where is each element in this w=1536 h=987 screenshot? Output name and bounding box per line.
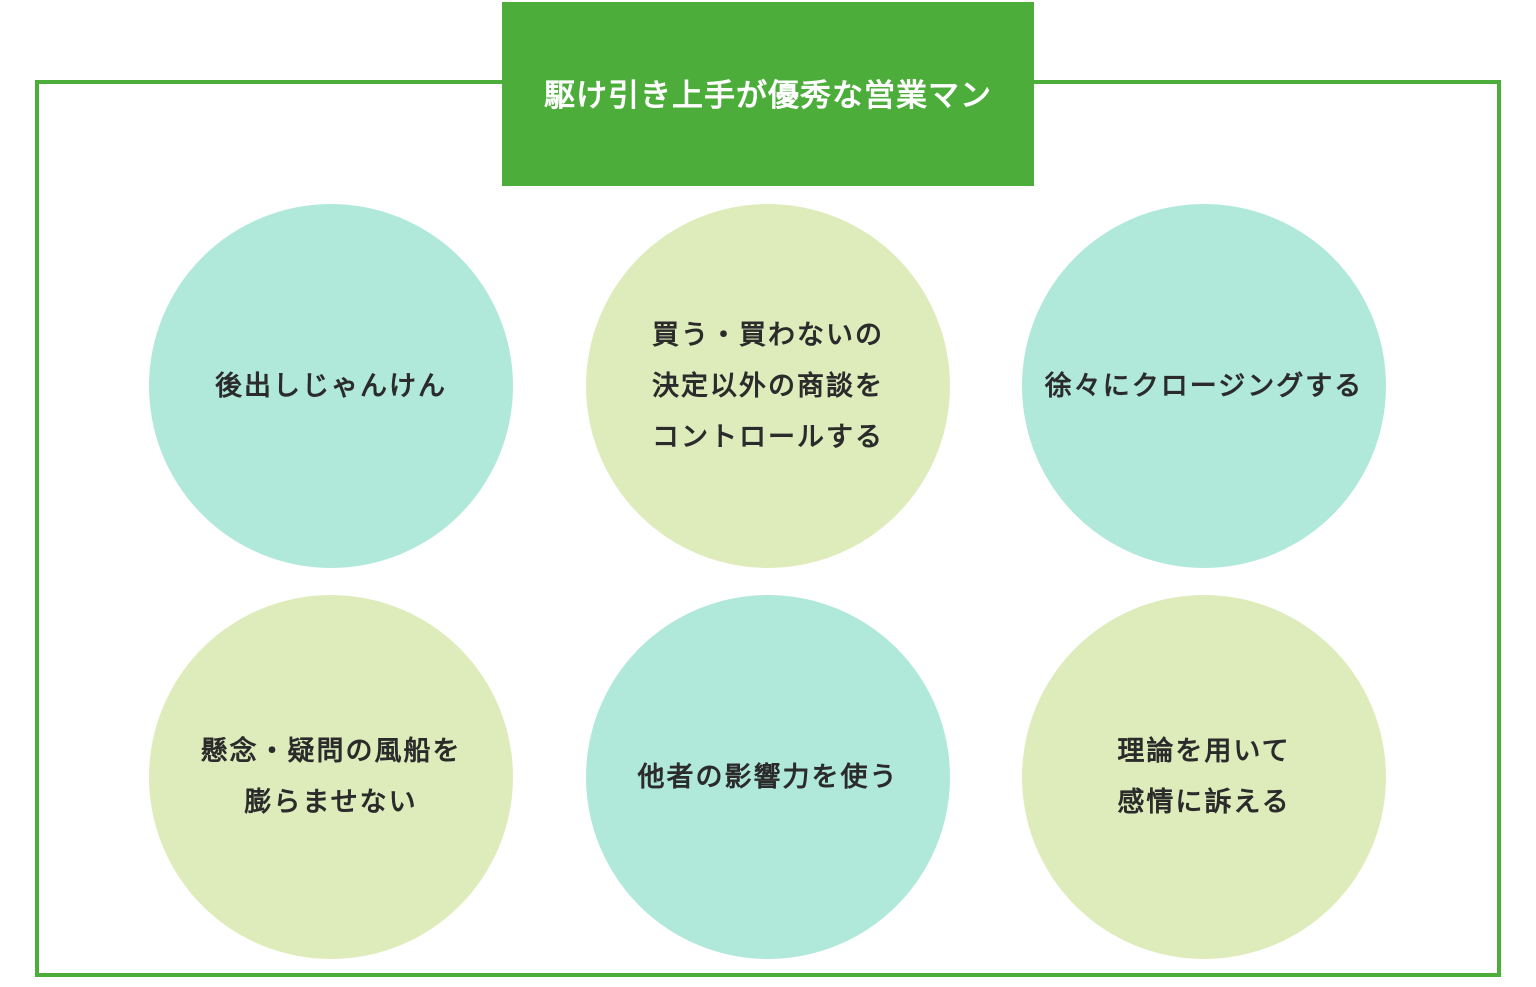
- circle-4-line-2: 膨らませない: [244, 787, 418, 818]
- circle-2-line-2: 決定以外の商談を: [652, 370, 884, 402]
- circle-3: 徐々にクロージングする: [1022, 204, 1386, 568]
- circle-1: 後出しじゃんけん: [149, 204, 513, 568]
- circle-2-line-3: コントロールする: [652, 421, 884, 453]
- circle-6-line-2: 感情に訴える: [1117, 787, 1291, 818]
- circle-4: 懸念・疑問の風船を 膨らませない: [149, 595, 513, 959]
- circle-6-line-1: 理論を用いて: [1117, 736, 1291, 767]
- circle-5: 他者の影響力を使う: [586, 595, 950, 959]
- title-banner: 駆け引き上手が優秀な営業マン: [502, 2, 1034, 186]
- diagram-title: 駆け引き上手が優秀な営業マン: [544, 77, 992, 114]
- circle-6: 理論を用いて 感情に訴える: [1022, 595, 1386, 959]
- circle-5-line-1: 他者の影響力を使う: [637, 761, 899, 793]
- circle-4-line-1: 懸念・疑問の風船を: [200, 736, 462, 767]
- circle-2: 買う・買わないの 決定以外の商談を コントロールする: [586, 204, 950, 568]
- circle-1-line-1: 後出しじゃんけん: [215, 370, 447, 402]
- circle-2-line-1: 買う・買わないの: [652, 319, 884, 351]
- circle-3-line-1: 徐々にクロージングする: [1044, 370, 1364, 402]
